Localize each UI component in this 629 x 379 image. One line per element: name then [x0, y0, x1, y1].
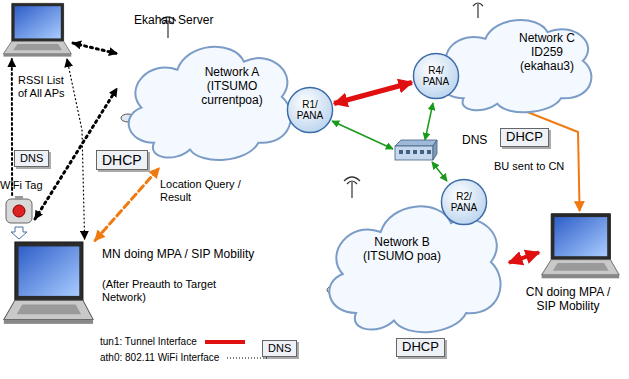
- router-node: R2/ PANA: [440, 178, 488, 226]
- connector: [509, 252, 539, 262]
- legend-line-sample: [225, 353, 269, 363]
- node-note: (After Preauth to Target Network): [102, 278, 252, 303]
- laptop-icon: [540, 212, 620, 280]
- edge-label: Location Query / Result: [160, 178, 255, 203]
- legend-line-sample: [203, 337, 247, 347]
- network-name: Network C ID259 (ekahau3): [512, 32, 582, 73]
- router-node: R1/ PANA: [286, 86, 334, 134]
- dhcp-box: DHCP: [396, 338, 445, 357]
- connector: [73, 43, 117, 54]
- dns-label: DNS: [20, 152, 43, 165]
- free-label: DNS: [462, 134, 487, 148]
- antenna-icon: [160, 3, 483, 198]
- dns-label: DNS: [268, 342, 291, 355]
- switch-icon: [395, 140, 437, 160]
- connector: [67, 59, 85, 239]
- server-name: Ekahau Server: [134, 14, 254, 28]
- legend-entry: tun1: Tunnel Interface: [100, 336, 247, 348]
- edge-label: BU sent to CN: [494, 160, 574, 173]
- network-cloud: Network A (ITSUMO currentpoa): [118, 32, 298, 167]
- dns-box: DNS: [262, 340, 297, 357]
- connector: [95, 168, 159, 241]
- router-name: R1/ PANA: [292, 99, 328, 122]
- laptop-icon: [2, 2, 72, 58]
- laptop-icon: [2, 240, 94, 326]
- correspondent-laptop: CN doing MPA / SIP Mobility: [540, 212, 620, 280]
- wifi-tag: WiFi Tag: [4, 196, 34, 226]
- legend-entry: ath0: 802.11 WiFi Interface: [100, 352, 269, 364]
- wifi-tag-icon: [4, 196, 34, 226]
- dhcp-box: DHCP: [500, 128, 549, 147]
- connector: [334, 83, 412, 104]
- legend-text: tun1: Tunnel Interface: [100, 336, 197, 348]
- connector: [11, 59, 13, 195]
- server-laptop: Ekahau Server: [2, 2, 72, 58]
- router-name: R2/ PANA: [446, 191, 482, 214]
- network-name: Network B (ITSUMO poa): [356, 236, 448, 264]
- dhcp-label: DHCP: [102, 152, 142, 168]
- edge-label: RSSI List of All APs: [18, 74, 68, 99]
- network-name: Network A (ITSUMO currentpoa): [190, 66, 274, 107]
- router-name: R4/ PANA: [418, 65, 454, 88]
- dns-box: DNS: [14, 150, 49, 167]
- dhcp-label: DHCP: [506, 130, 543, 145]
- legend-text: ath0: 802.11 WiFi Interface: [100, 352, 219, 364]
- router-node: R4/ PANA: [412, 52, 460, 100]
- node-caption: CN doing MPA / SIP Mobility: [516, 286, 620, 314]
- dhcp-label: DHCP: [402, 340, 439, 355]
- dhcp-box: DHCP: [96, 150, 148, 170]
- tag-name: WiFi Tag: [0, 179, 60, 192]
- node-caption: MN doing MPA / SIP Mobility: [102, 248, 292, 262]
- mobile-node-laptop: MN doing MPA / SIP Mobility(After Preaut…: [2, 240, 94, 326]
